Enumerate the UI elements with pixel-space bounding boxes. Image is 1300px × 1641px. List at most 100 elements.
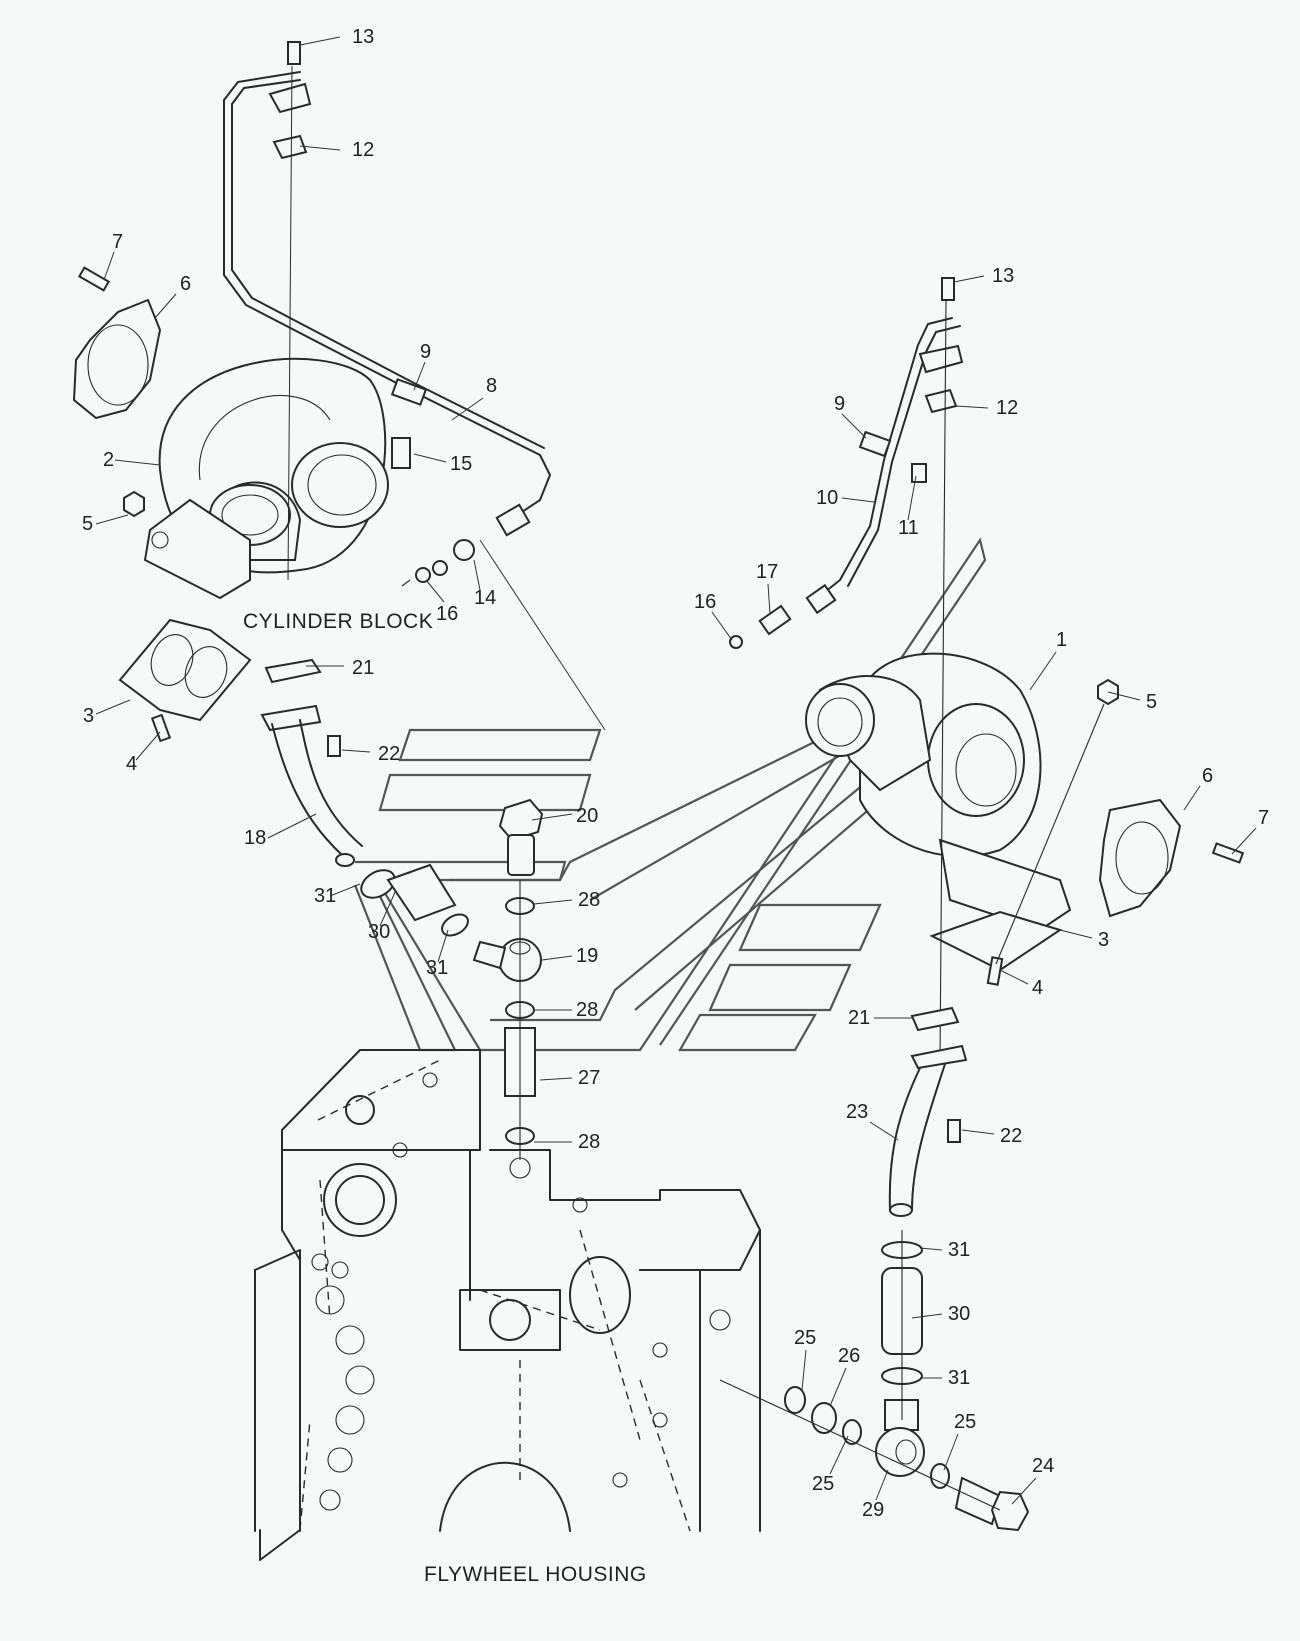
callout-6: 6	[1183, 765, 1213, 811]
leader-line	[425, 579, 445, 603]
turbocharger-right	[805, 652, 1119, 986]
leader-line	[961, 1129, 995, 1135]
part-number: 9	[834, 393, 845, 415]
leader-line	[329, 883, 361, 897]
leader-line	[953, 275, 985, 283]
callout-31: 31	[426, 929, 449, 979]
callout-5: 5	[1107, 691, 1157, 713]
part-number: 6	[1202, 765, 1213, 787]
leader-line	[135, 731, 161, 761]
leader-line	[341, 749, 371, 753]
part-number: 5	[1146, 691, 1157, 713]
callout-16: 16	[694, 591, 733, 641]
part-number: 27	[578, 1067, 600, 1089]
part-number: 22	[378, 743, 400, 765]
callout-10: 10	[816, 487, 875, 509]
leader-line	[869, 1121, 899, 1141]
leader-line	[437, 929, 449, 963]
callout-30: 30	[911, 1303, 970, 1325]
leader-line	[413, 361, 426, 391]
part-number: 1	[1056, 629, 1067, 651]
oil-return-pipe-left	[260, 658, 363, 867]
banjo-stack-center	[360, 798, 544, 1160]
part-number: 14	[474, 587, 496, 609]
oil-return-pipe-right	[719, 1006, 1030, 1532]
part-number: 18	[244, 827, 266, 849]
callout-25: 25	[794, 1327, 816, 1391]
gasket-6-right	[1098, 798, 1245, 918]
part-number: 30	[368, 921, 390, 943]
leader-line	[299, 145, 341, 151]
leader-line	[533, 899, 573, 905]
leader-line	[473, 559, 481, 591]
callout-30: 30	[368, 889, 397, 943]
callout-1: 1	[1029, 629, 1067, 691]
leader-line	[1231, 827, 1257, 855]
callout-28: 28	[534, 999, 598, 1021]
leader-line	[413, 453, 447, 463]
part-number: 24	[1032, 1455, 1054, 1477]
part-number: 4	[1032, 977, 1043, 999]
part-number: 3	[83, 705, 94, 727]
part-number: 15	[450, 453, 472, 475]
part-number: 19	[576, 945, 598, 967]
callout-24: 24	[1011, 1455, 1054, 1505]
callout-23: 23	[846, 1101, 899, 1141]
part-number: 16	[694, 591, 716, 613]
callout-5: 5	[82, 513, 129, 535]
callout-18: 18	[244, 813, 317, 849]
leader-line	[379, 889, 397, 927]
callout-6: 6	[154, 273, 191, 319]
leader-line	[841, 413, 867, 439]
callout-21: 21	[848, 1007, 914, 1029]
leader-line	[907, 475, 917, 521]
callout-3: 3	[83, 699, 131, 727]
callout-4: 4	[999, 969, 1043, 999]
part-number: 31	[948, 1239, 970, 1261]
callout-3: 3	[1059, 929, 1109, 951]
leader-line	[451, 397, 484, 421]
part-number: 13	[352, 26, 374, 48]
leader-line	[1107, 691, 1141, 701]
callout-11: 11	[898, 475, 919, 539]
part-number: 2	[103, 449, 114, 471]
callout-15: 15	[413, 453, 472, 475]
flywheel-housing-drawing	[254, 1049, 761, 1561]
leader-line	[841, 497, 875, 503]
part-number: 31	[314, 885, 336, 907]
callout-8: 8	[451, 375, 497, 421]
leader-line	[911, 1313, 943, 1319]
part-number: 21	[848, 1007, 870, 1029]
callout-2: 2	[103, 449, 161, 471]
leader-line	[999, 969, 1029, 985]
part-number: 28	[576, 999, 598, 1021]
part-number: 16	[436, 603, 458, 625]
part-number: 11	[898, 517, 919, 539]
part-number: 21	[352, 657, 374, 679]
leader-line	[919, 1247, 943, 1251]
leader-line	[829, 1435, 849, 1475]
callout-27: 27	[539, 1067, 600, 1089]
part-number: 29	[862, 1499, 884, 1521]
callout-14: 14	[473, 559, 496, 609]
callout-12: 12	[955, 397, 1018, 419]
callout-13: 13	[953, 265, 1014, 287]
callout-12: 12	[299, 139, 374, 161]
callout-31: 31	[314, 883, 361, 907]
part-number: 22	[1000, 1125, 1022, 1147]
part-number: 10	[816, 487, 838, 509]
part-number: 6	[180, 273, 191, 295]
leader-line	[539, 1077, 573, 1081]
leader-line	[711, 611, 733, 641]
leader-line	[801, 1349, 807, 1391]
callout-28: 28	[533, 889, 600, 911]
part-number: 7	[1258, 807, 1269, 829]
part-number: 20	[576, 805, 598, 827]
leader-line	[1059, 929, 1093, 939]
callout-16: 16	[425, 579, 458, 625]
callout-7: 7	[1231, 807, 1269, 855]
part-number: 25	[812, 1473, 834, 1495]
part-number: 31	[948, 1367, 970, 1389]
callout-20: 20	[531, 805, 598, 827]
